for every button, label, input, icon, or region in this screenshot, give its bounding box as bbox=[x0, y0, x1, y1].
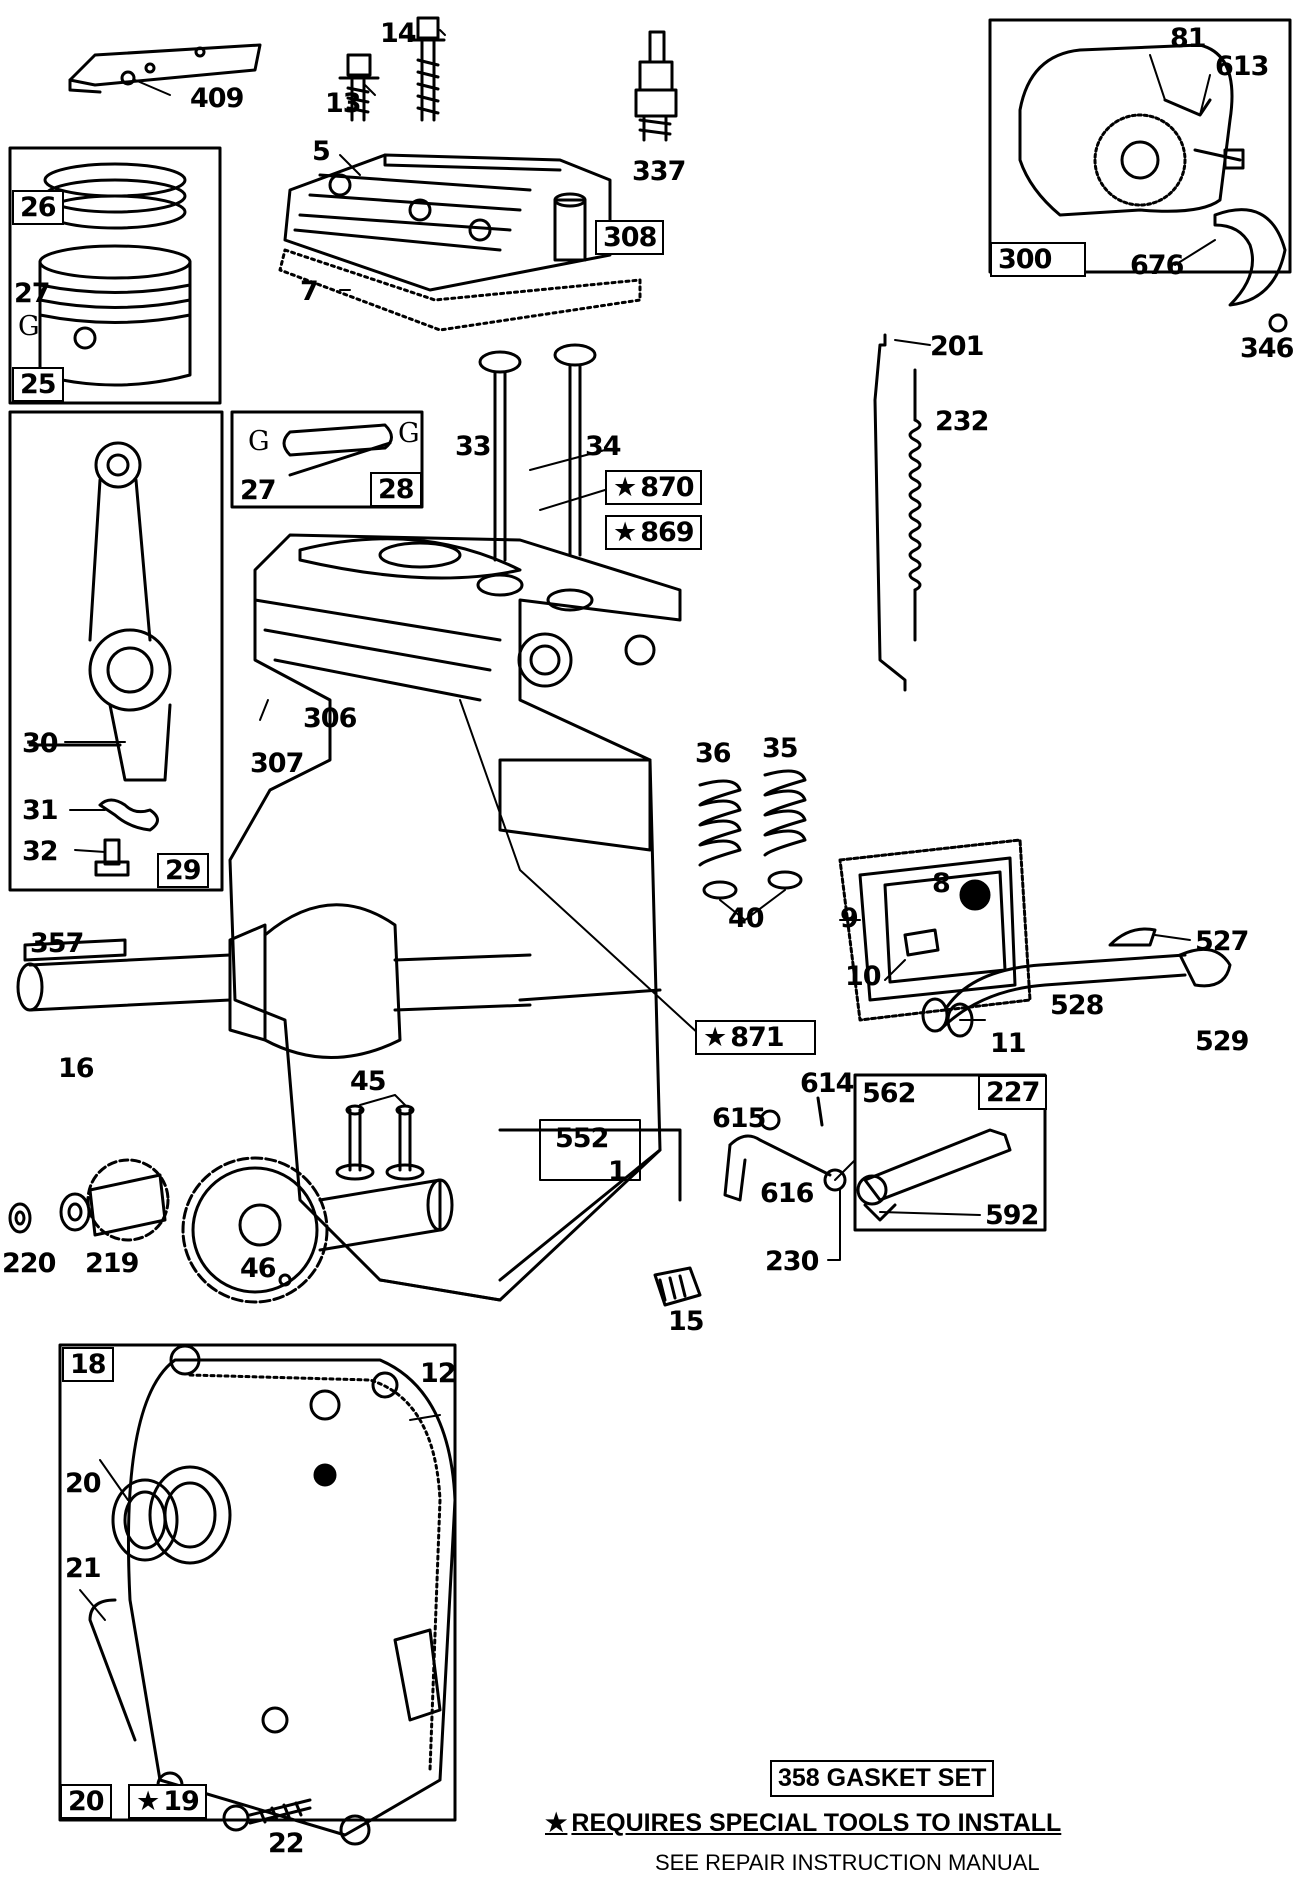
callout-14: 14 bbox=[380, 18, 417, 49]
callout-7: 7 bbox=[300, 276, 319, 307]
callout-20-seal: 20 bbox=[65, 1468, 102, 1499]
callout-230: 230 bbox=[765, 1246, 819, 1277]
part-22-bolt bbox=[222, 1798, 312, 1832]
callout-46: 46 bbox=[240, 1253, 277, 1284]
callout-33: 33 bbox=[455, 431, 492, 462]
callout-615: 615 bbox=[712, 1103, 766, 1134]
callout-306: 306 bbox=[303, 703, 357, 734]
part-7-head-gasket bbox=[278, 248, 642, 332]
part-615-ring bbox=[759, 1109, 781, 1131]
callout-527: 527 bbox=[1195, 926, 1249, 957]
callout-27-g: G bbox=[18, 311, 40, 342]
part-13-bolt bbox=[338, 53, 380, 122]
special-tools-note: REQUIRES SPECIAL TOOLS TO INSTALL bbox=[545, 1808, 1061, 1838]
part-15-drain-plug bbox=[653, 1266, 702, 1307]
callout-34: 34 bbox=[585, 431, 622, 462]
callout-616: 616 bbox=[760, 1178, 814, 1209]
callout-592: 592 bbox=[985, 1200, 1039, 1231]
callout-9: 9 bbox=[840, 903, 859, 934]
part-35-valve-spring bbox=[763, 769, 807, 890]
part-5-cylinder-head bbox=[283, 153, 612, 292]
callout-227: 227 bbox=[978, 1075, 1048, 1110]
callout-27-pin: 27 bbox=[240, 475, 277, 506]
callout-10: 10 bbox=[845, 961, 882, 992]
part-201-governor-link bbox=[873, 333, 907, 692]
part-528-breather-tube bbox=[921, 927, 1232, 1038]
callout-22: 22 bbox=[268, 1828, 305, 1859]
callout-20: 20 bbox=[60, 1784, 112, 1819]
callout-409: 409 bbox=[190, 83, 244, 114]
callout-220: 220 bbox=[2, 1248, 56, 1279]
callout-28-g2: G bbox=[398, 418, 420, 449]
callout-552: 552 bbox=[555, 1123, 609, 1154]
callout-5: 5 bbox=[312, 136, 331, 167]
callout-528: 528 bbox=[1050, 990, 1104, 1021]
callout-529: 529 bbox=[1195, 1026, 1249, 1057]
callout-45: 45 bbox=[350, 1066, 387, 1097]
callout-18: 18 bbox=[62, 1347, 114, 1382]
callout-29: 29 bbox=[157, 853, 209, 888]
part-614-pin bbox=[816, 1096, 824, 1127]
box-227-governor-lever bbox=[853, 1073, 1047, 1232]
box-28-piston-pin bbox=[230, 410, 424, 509]
callout-870: 870 bbox=[605, 470, 702, 505]
callout-16: 16 bbox=[58, 1053, 95, 1084]
gasket-set-note: 358 GASKET SET bbox=[770, 1760, 995, 1797]
callout-614: 614 bbox=[800, 1068, 854, 1099]
part-232-governor-spring bbox=[908, 368, 922, 642]
callout-21: 21 bbox=[65, 1553, 102, 1584]
callout-869: 869 bbox=[605, 515, 702, 550]
part-409-bracket bbox=[68, 43, 262, 94]
callout-346: 346 bbox=[1240, 333, 1294, 364]
callout-28: 28 bbox=[370, 472, 422, 507]
callout-232: 232 bbox=[935, 406, 989, 437]
part-36-valve-spring bbox=[698, 779, 742, 900]
callout-11: 11 bbox=[990, 1028, 1027, 1059]
callout-19: 19 bbox=[128, 1784, 207, 1819]
callout-308: 308 bbox=[595, 220, 665, 255]
callout-562: 562 bbox=[862, 1078, 916, 1109]
callout-219: 219 bbox=[85, 1248, 139, 1279]
callout-871: 871 bbox=[695, 1020, 816, 1055]
callout-13: 13 bbox=[325, 88, 362, 119]
callout-1: 1 bbox=[608, 1156, 627, 1187]
part-45-tappets bbox=[335, 1104, 425, 1181]
callout-35: 35 bbox=[762, 733, 799, 764]
part-33-34-valves bbox=[478, 343, 597, 562]
part-14-bolt bbox=[410, 16, 446, 122]
callout-26: 26 bbox=[12, 190, 64, 225]
callout-36: 36 bbox=[695, 738, 732, 769]
callout-12: 12 bbox=[420, 1358, 457, 1389]
callout-8: 8 bbox=[932, 868, 951, 899]
box-25-piston-assembly bbox=[8, 146, 222, 405]
callout-25: 25 bbox=[12, 367, 64, 402]
part-337-spark-plug bbox=[634, 30, 678, 142]
callout-40: 40 bbox=[728, 903, 765, 934]
callout-613: 613 bbox=[1215, 51, 1269, 82]
box-18-crankcase-cover bbox=[58, 1343, 457, 1846]
callout-31: 31 bbox=[22, 795, 59, 826]
callout-300: 300 bbox=[990, 242, 1086, 277]
callout-337: 337 bbox=[632, 156, 686, 187]
leader-lines bbox=[64, 29, 1216, 1621]
repair-manual-note: SEE REPAIR INSTRUCTION MANUAL bbox=[655, 1850, 1040, 1875]
callout-15: 15 bbox=[668, 1306, 705, 1337]
part-220-washer bbox=[8, 1202, 32, 1234]
callout-30: 30 bbox=[22, 728, 59, 759]
callout-307: 307 bbox=[250, 748, 304, 779]
callout-27-piston: 27 bbox=[14, 278, 51, 309]
part-46-camshaft-gear bbox=[181, 1156, 454, 1304]
part-616-governor-shaft bbox=[723, 1134, 847, 1202]
part-cylinder-block bbox=[228, 533, 682, 1302]
callout-32: 32 bbox=[22, 836, 59, 867]
callout-676: 676 bbox=[1130, 250, 1184, 281]
callout-201: 201 bbox=[930, 331, 984, 362]
callout-357: 357 bbox=[30, 928, 84, 959]
callout-81: 81 bbox=[1170, 23, 1207, 54]
part-676-heat-shield bbox=[1213, 208, 1288, 333]
part-219-governor-gear bbox=[59, 1158, 170, 1242]
callout-28-g1: G bbox=[248, 426, 270, 457]
part-16-crankshaft bbox=[16, 903, 532, 1059]
